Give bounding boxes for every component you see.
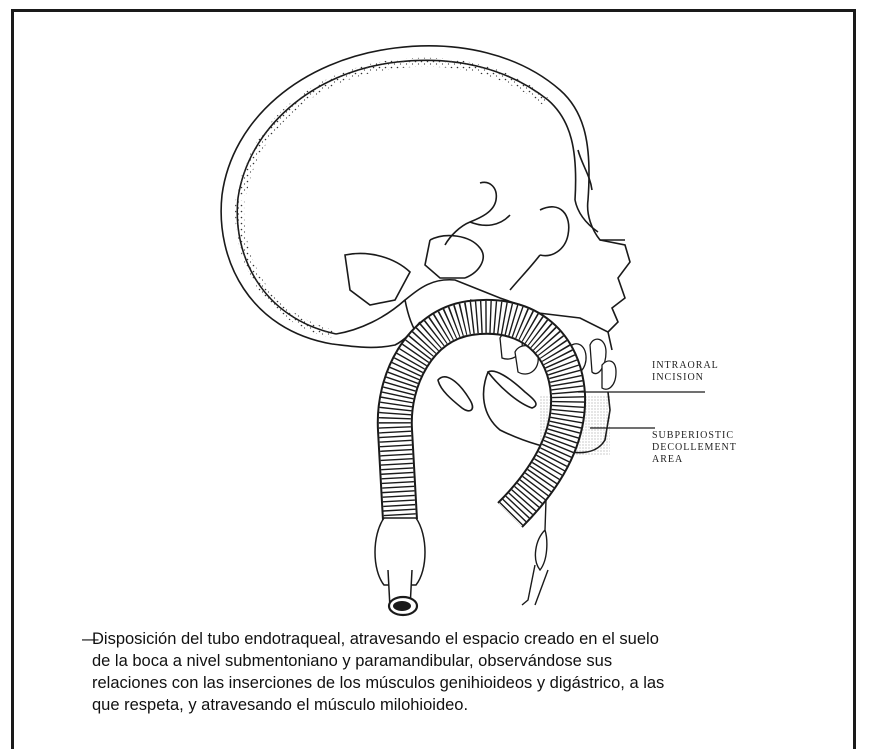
caption-line-1: Disposición del tubo endotraqueal, atrav…	[92, 628, 782, 650]
incision-label-line-1: INTRAORAL	[652, 360, 719, 372]
decollement-label-line-1: SUBPERIOSTIC	[652, 430, 737, 442]
decollement-label: SUBPERIOSTIC DECOLLEMENT AREA	[652, 430, 737, 466]
incision-label: INTRAORAL INCISION	[652, 360, 719, 384]
caption-line-4: que respeta, y atravesando el músculo mi…	[92, 694, 782, 716]
endotracheal-tube	[375, 317, 568, 615]
decollement-label-line-2: DECOLLEMENT	[652, 442, 737, 454]
incision-label-line-2: INCISION	[652, 372, 719, 384]
caption-line-2: de la boca a nivel submentoniano y param…	[92, 650, 782, 672]
caption-dash: —	[82, 628, 99, 650]
figure-caption: — Disposición del tubo endotraqueal, atr…	[92, 628, 782, 716]
decollement-label-line-3: AREA	[652, 454, 737, 466]
caption-line-3: relaciones con las inserciones de los mú…	[92, 672, 782, 694]
